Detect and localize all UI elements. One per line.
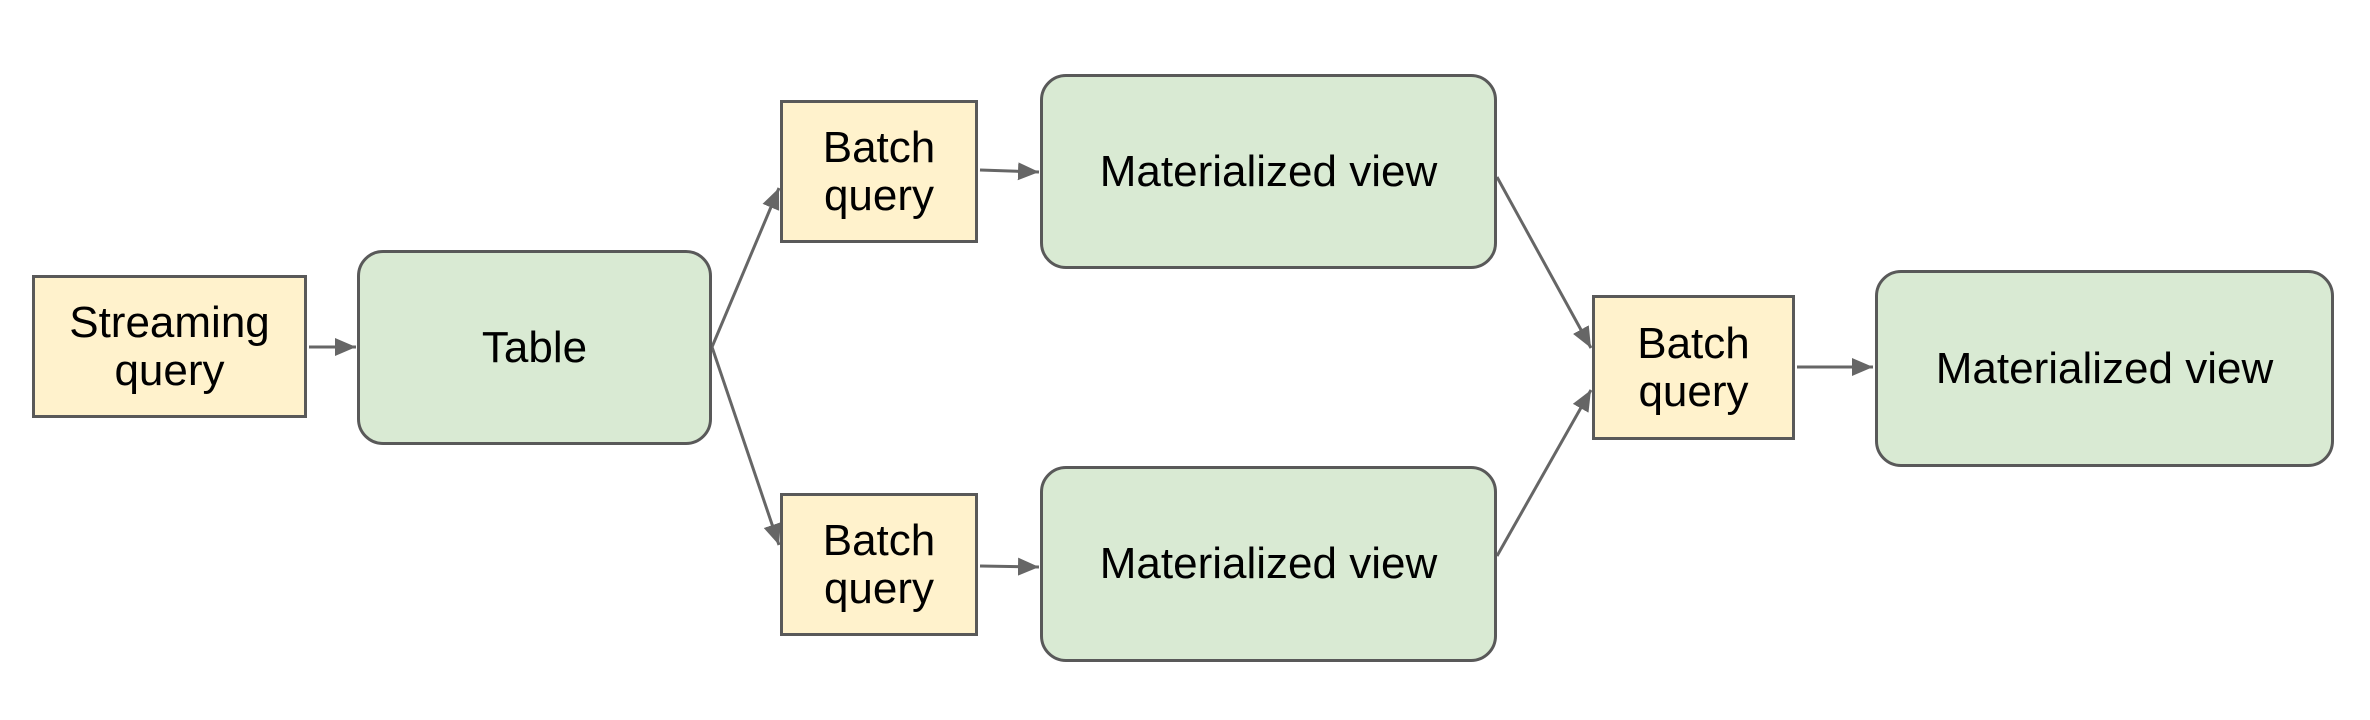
node-materialized-view-top: Materialized view <box>1040 74 1497 269</box>
node-label: Batch query <box>822 122 936 220</box>
node-label: Table <box>481 322 588 372</box>
node-label: Materialized view <box>1099 146 1438 196</box>
node-label: Materialized view <box>1099 539 1438 589</box>
edge-materialized-view-top-to-batch-query-right <box>1495 176 1593 349</box>
edge-batch-query-top-to-materialized-view-top <box>979 162 1040 181</box>
node-materialized-view-right: Materialized view <box>1875 270 2334 467</box>
edge-batch-query-bottom-to-materialized-view-bottom <box>979 557 1040 576</box>
node-label: Streaming query <box>69 297 270 395</box>
node-label: Batch query <box>822 515 936 613</box>
node-label: Batch query <box>1637 318 1750 416</box>
node-batch-query-top: Batch query <box>780 100 978 243</box>
node-batch-query-right: Batch query <box>1592 295 1795 440</box>
node-batch-query-bottom: Batch query <box>780 493 978 636</box>
node-materialized-view-bottom: Materialized view <box>1040 466 1497 662</box>
node-streaming-query: Streaming query <box>32 275 307 418</box>
node-label: Materialized view <box>1935 343 2274 393</box>
node-table: Table <box>357 250 712 445</box>
edge-table-to-batch-query-bottom <box>710 346 781 546</box>
edge-table-to-batch-query-top <box>710 187 781 348</box>
edge-materialized-view-bottom-to-batch-query-right <box>1495 389 1593 557</box>
